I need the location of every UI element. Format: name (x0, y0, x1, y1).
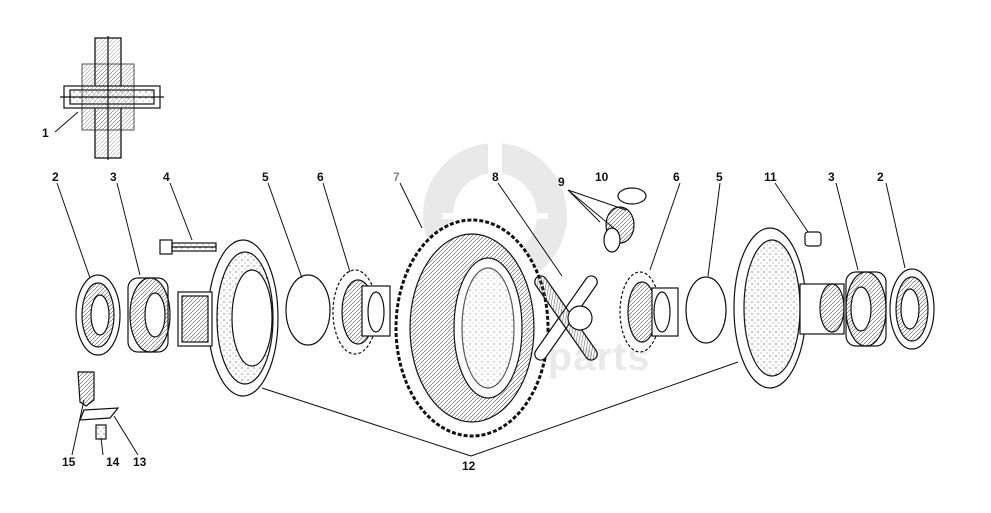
side-gear-left (332, 269, 391, 355)
label-13: 13 (133, 455, 147, 469)
plug (804, 231, 822, 247)
leader-lines (54, 111, 906, 457)
label-11: 11 (764, 170, 777, 184)
bolt (159, 239, 217, 255)
pinion-gears (603, 206, 635, 253)
label-10: 10 (595, 170, 609, 184)
label-2-right: 2 (877, 170, 884, 184)
label-5-right: 5 (716, 170, 723, 184)
lock-plate-set (77, 371, 120, 440)
side-gear-right (619, 271, 679, 353)
roller-bearing-right (845, 271, 887, 347)
differential-case-right (733, 227, 845, 389)
shim-washer-left (285, 274, 331, 346)
label-9: 9 (558, 175, 565, 189)
label-5-left: 5 (262, 170, 269, 184)
differential-case-left (177, 239, 279, 397)
label-12: 12 (462, 459, 476, 473)
label-8: 8 (492, 170, 499, 184)
shim-washer-right (685, 276, 727, 344)
label-6-left: 6 (317, 170, 324, 184)
label-7: 7 (393, 170, 400, 184)
spider-cross (534, 275, 598, 361)
label-14: 14 (106, 455, 120, 469)
roller-bearing-left (127, 277, 171, 353)
label-3-left: 3 (110, 170, 117, 184)
label-6-right: 6 (673, 170, 680, 184)
thrust-washer (617, 187, 647, 205)
label-4: 4 (163, 170, 170, 184)
label-2-left: 2 (52, 170, 59, 184)
label-3-right: 3 (828, 170, 835, 184)
label-1: 1 (42, 126, 49, 140)
label-15: 15 (62, 455, 76, 469)
bearing-nut-left (75, 274, 121, 356)
ring-gear (394, 218, 550, 438)
bearing-nut-right (889, 268, 935, 350)
assembly-cross-section (60, 36, 164, 160)
